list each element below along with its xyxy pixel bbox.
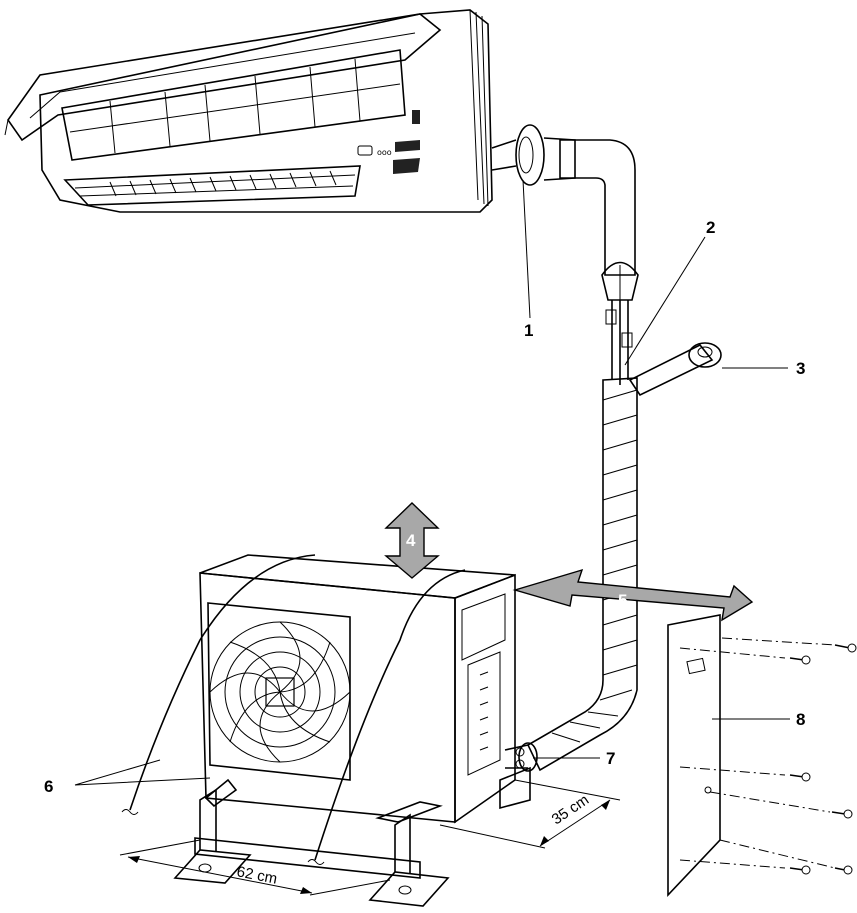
callout-3: 3 — [796, 359, 805, 378]
dimension-depth-label: 35 cm — [549, 791, 592, 828]
wall-sleeve — [491, 124, 576, 186]
callout-5: 5 — [618, 591, 627, 610]
indoor-unit: ooo — [4, 9, 493, 213]
dimension-width — [119, 839, 391, 896]
callout-7: 7 — [606, 749, 615, 768]
screws — [679, 637, 857, 875]
svg-text:ooo: ooo — [377, 148, 392, 157]
callout-4: 4 — [406, 531, 416, 550]
clearance-arrow-vertical — [384, 502, 440, 579]
clearance-arrow-horizontal — [512, 568, 754, 622]
pipe-clamp — [628, 342, 722, 397]
screw-icon — [789, 772, 811, 782]
screw-icon — [789, 865, 811, 875]
dimension-depth — [439, 779, 621, 849]
callout-2: 2 — [706, 218, 715, 237]
wall-panel — [667, 614, 721, 898]
outdoor-unit — [199, 554, 516, 824]
leader-1 — [522, 179, 531, 319]
callout-6: 6 — [44, 777, 53, 796]
screw-icon — [831, 809, 853, 819]
callout-1: 1 — [524, 321, 533, 340]
screw-icon — [834, 865, 853, 875]
dimension-width-label: 62 cm — [235, 863, 278, 887]
callout-8: 8 — [796, 710, 805, 729]
leader-6 — [74, 759, 211, 786]
leader-2 — [624, 236, 706, 366]
screw-icon — [834, 643, 857, 653]
strap-lines — [121, 554, 466, 865]
screw-icon — [789, 655, 811, 665]
mounting-bracket — [173, 766, 531, 907]
piping-bundle — [504, 139, 639, 772]
